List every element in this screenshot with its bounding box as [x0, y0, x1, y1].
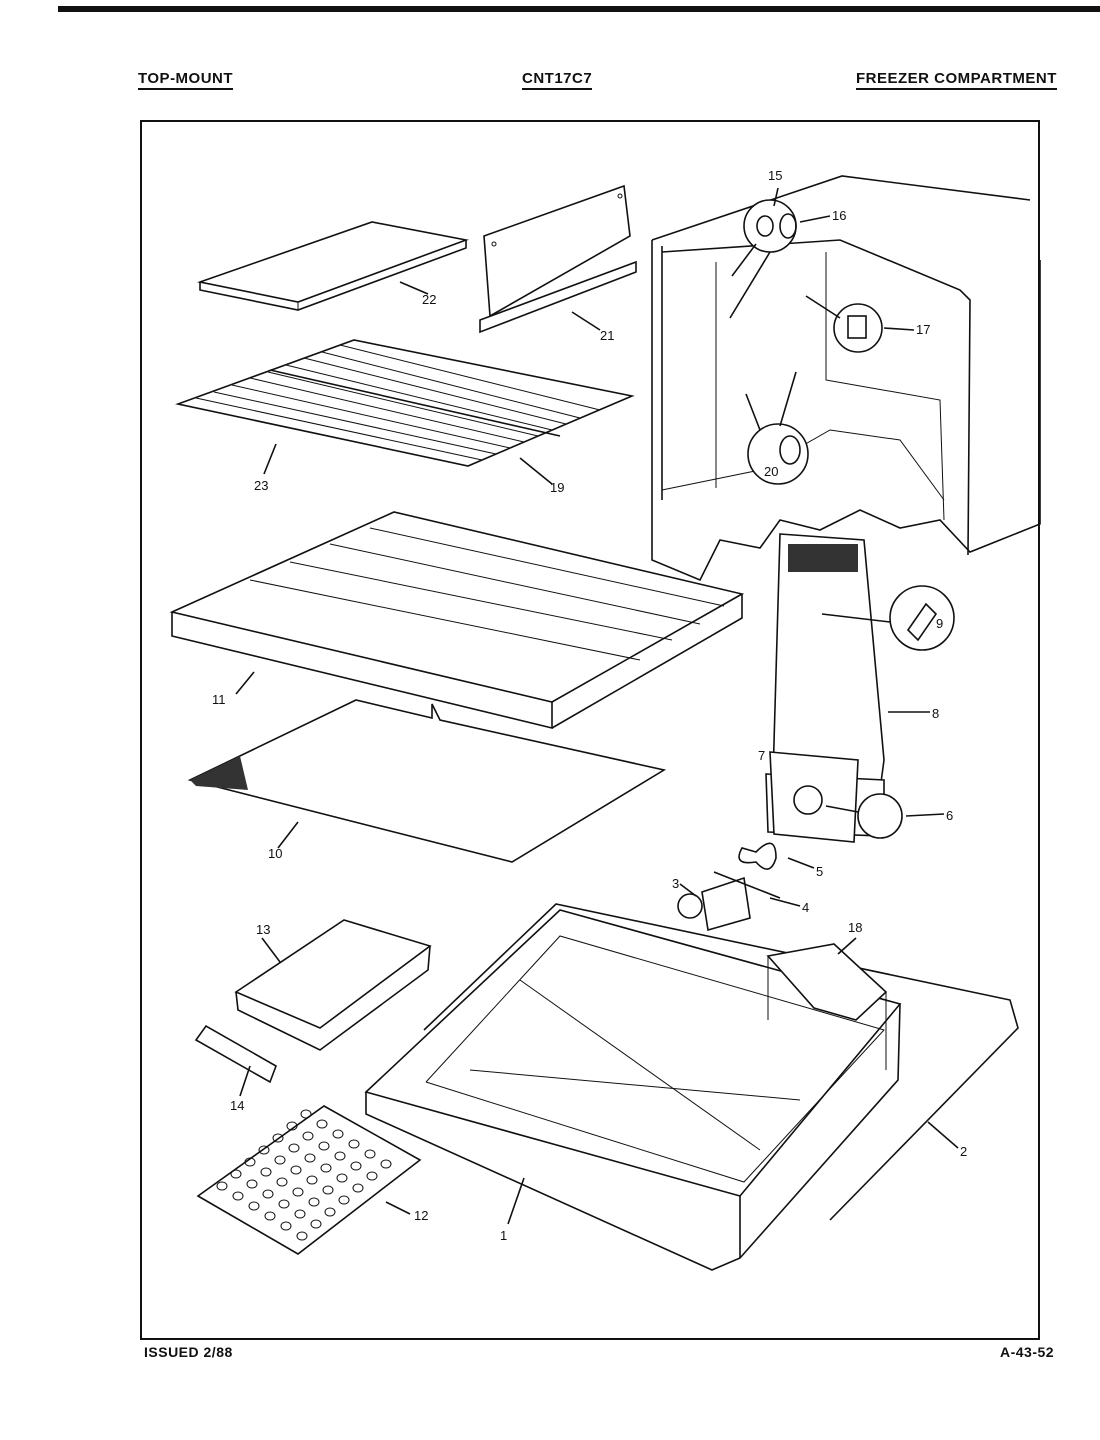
ice-cell: [278, 1199, 290, 1209]
callout-9: 9: [936, 616, 943, 631]
ice-cell: [308, 1197, 320, 1207]
ice-cell: [352, 1183, 364, 1193]
ice-cell: [288, 1143, 300, 1153]
part-21-divider: [479, 184, 637, 334]
callout-10: 10: [268, 846, 282, 861]
callout-21: 21: [600, 328, 614, 343]
part-7-fan-bracket: [769, 751, 859, 843]
ice-cell: [334, 1151, 346, 1161]
callout-1: 1: [500, 1228, 507, 1243]
ice-cell: [230, 1169, 242, 1179]
ice-cell: [318, 1141, 330, 1151]
part-5-fan-blade: [738, 842, 777, 870]
callout-13: 13: [256, 922, 270, 937]
freezer-liner: [651, 175, 1041, 582]
ice-cell: [232, 1191, 244, 1201]
callout-15: 15: [768, 168, 782, 183]
ice-cell: [366, 1171, 378, 1181]
callout-3: 3: [672, 876, 679, 891]
callout-8: 8: [932, 706, 939, 721]
ice-cell: [348, 1139, 360, 1149]
callout-6: 6: [946, 808, 953, 823]
ice-cell: [296, 1231, 308, 1241]
ice-cell: [294, 1209, 306, 1219]
footer-issued-date: ISSUED 2/88: [144, 1344, 233, 1360]
callout-11: 11: [212, 692, 226, 707]
ice-cell: [272, 1133, 284, 1143]
callout-17: 17: [916, 322, 930, 337]
callout-14: 14: [230, 1098, 244, 1113]
part-17-bulb: [805, 295, 883, 353]
footer-diagram-code: A-43-52: [1000, 1344, 1055, 1360]
part-6-grommet: [825, 793, 903, 839]
callout-12: 12: [414, 1208, 428, 1223]
part-23-wire-shelf: [175, 339, 635, 467]
callout-5: 5: [816, 864, 823, 879]
part-9-screw: [821, 585, 955, 651]
ice-cell: [246, 1179, 258, 1189]
ice-cell: [302, 1131, 314, 1141]
ice-cell: [380, 1159, 392, 1169]
ice-cell: [260, 1167, 272, 1177]
leader-lines: [235, 187, 959, 1225]
ice-cell: [290, 1165, 302, 1175]
ice-cell: [316, 1119, 328, 1129]
ice-cell: [300, 1109, 312, 1119]
ice-cell: [262, 1189, 274, 1199]
ice-cell: [322, 1185, 334, 1195]
ice-cell: [338, 1195, 350, 1205]
ice-cell: [336, 1173, 348, 1183]
ice-cell: [324, 1207, 336, 1217]
callout-18: 18: [848, 920, 862, 935]
callout-19: 19: [550, 480, 564, 495]
ice-cell: [244, 1157, 256, 1167]
ice-cell: [304, 1153, 316, 1163]
ice-cell: [306, 1175, 318, 1185]
top-rule: [58, 6, 1100, 12]
ice-cell: [264, 1211, 276, 1221]
callout-20: 20: [764, 464, 778, 479]
ice-cell: [364, 1149, 376, 1159]
part-18-baffle: [766, 943, 888, 1070]
part-1-freezer-floor: [364, 909, 902, 1271]
callout-22: 22: [422, 292, 436, 307]
callout-16: 16: [832, 208, 846, 223]
part-10-insulation: [187, 699, 667, 863]
part-11-shelf-tray: [169, 511, 745, 730]
ice-cell: [332, 1129, 344, 1139]
callout-23: 23: [254, 478, 268, 493]
callout-2: 2: [960, 1144, 967, 1159]
header-model-number: CNT17C7: [522, 70, 593, 90]
part-3-4-fan-motor: [677, 871, 781, 932]
ice-cell: [320, 1163, 332, 1173]
part-12-ice-tray: [196, 1105, 422, 1255]
ice-cell: [292, 1187, 304, 1197]
ice-cell: [350, 1161, 362, 1171]
ice-cell: [216, 1181, 228, 1191]
part-13-pan: [234, 919, 432, 1051]
ice-cell: [286, 1121, 298, 1131]
callout-7: 7: [758, 748, 765, 763]
ice-cell: [248, 1201, 260, 1211]
diagram-frame: [140, 120, 1040, 1340]
ice-cell: [274, 1155, 286, 1165]
ice-cell: [258, 1145, 270, 1155]
part-22-shelf-cover: [196, 221, 469, 311]
ice-cell: [276, 1177, 288, 1187]
header-model-type: TOP-MOUNT: [138, 70, 234, 90]
part-20-grommet: [745, 371, 809, 485]
part-15-16-lamp-socket: [729, 199, 797, 319]
ice-cell: [310, 1219, 322, 1229]
header-section-title: FREEZER COMPARTMENT: [856, 70, 1057, 90]
ice-cell: [280, 1221, 292, 1231]
part-2-gasket: [423, 903, 1019, 1221]
callout-4: 4: [802, 900, 809, 915]
part-14-rail: [194, 1024, 277, 1084]
